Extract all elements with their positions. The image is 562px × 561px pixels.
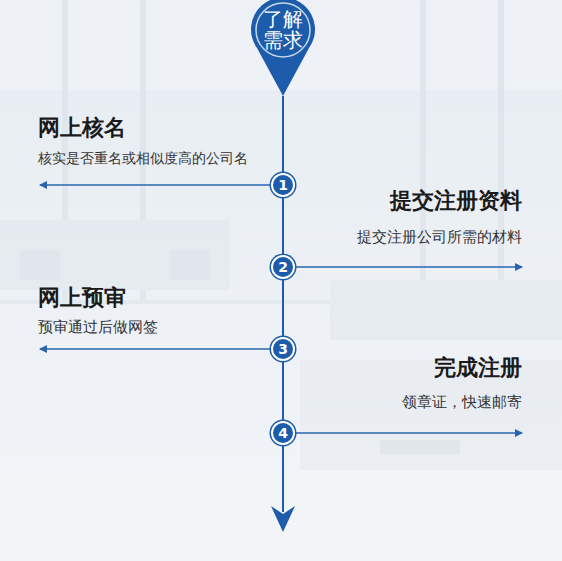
step-number-circle: 1	[271, 173, 295, 197]
step-number: 4	[278, 426, 288, 440]
desk	[300, 360, 562, 480]
timeline-connector	[282, 279, 284, 337]
step-number-circle: 2	[271, 255, 295, 279]
start-pin: 了解 需求	[249, 0, 317, 96]
keyboard	[380, 440, 460, 454]
timeline-tail	[282, 445, 284, 512]
step-arrow	[40, 184, 271, 186]
step-description: 预审通过后做网签	[38, 318, 158, 337]
step-description: 提交注册公司所需的材料	[357, 228, 522, 247]
step-title: 网上预审	[38, 283, 126, 313]
step-number-circle: 4	[271, 421, 295, 445]
timeline-connector	[282, 197, 284, 255]
timeline-connector	[282, 96, 284, 173]
step-number-circle: 3	[271, 337, 295, 361]
step-arrow	[40, 348, 271, 350]
monitor	[20, 250, 60, 280]
window-frame	[498, 0, 504, 300]
pin-ring	[256, 3, 310, 57]
desk-row	[0, 220, 230, 290]
timeline-arrowhead	[271, 506, 295, 532]
step-title: 提交注册资料	[390, 186, 522, 216]
desk-row	[330, 280, 562, 340]
step-description: 核实是否重名或相似度高的公司名	[38, 150, 248, 168]
step-arrows	[40, 185, 522, 532]
step-title: 完成注册	[434, 353, 522, 383]
monitor	[170, 250, 210, 280]
step-number: 2	[278, 260, 288, 274]
step-arrow	[295, 266, 522, 268]
step-number: 3	[278, 342, 288, 356]
step-number: 1	[278, 178, 288, 192]
step-title: 网上核名	[38, 113, 126, 143]
pin-body	[251, 0, 315, 96]
pin-text: 了解 需求	[261, 9, 305, 51]
step-arrow	[295, 432, 522, 434]
timeline-connector	[282, 361, 284, 421]
floor	[0, 470, 562, 561]
step-description: 领章证，快速邮寄	[402, 393, 522, 412]
window-frame	[420, 0, 426, 300]
